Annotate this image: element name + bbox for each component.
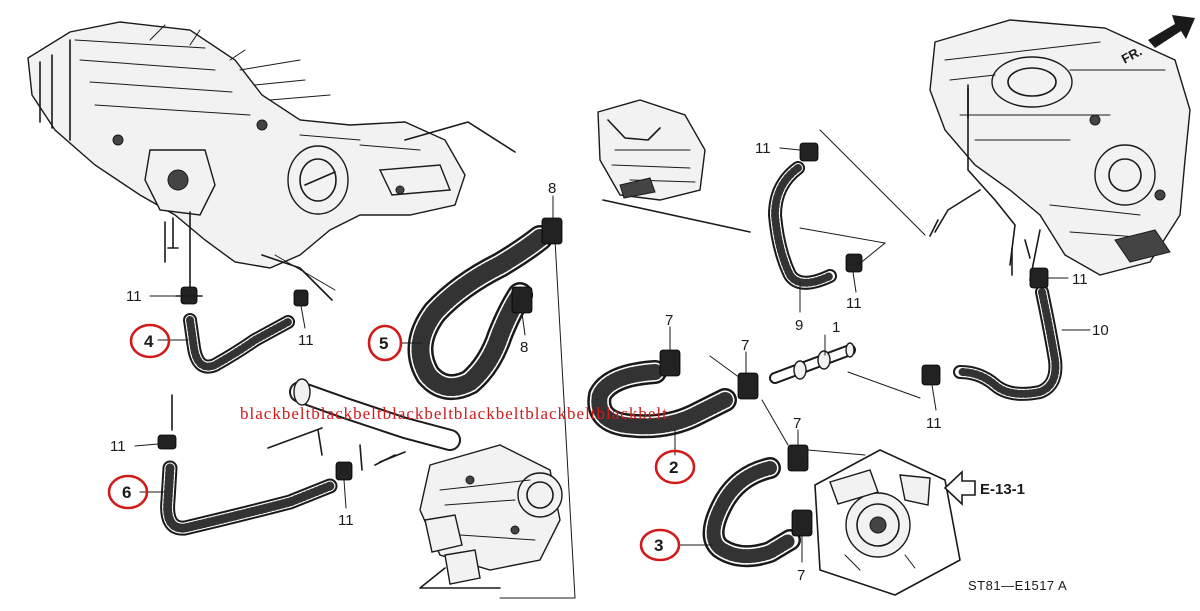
clamp-11-f [845, 253, 863, 273]
engine-block [929, 19, 1191, 281]
callout-2: 2 [669, 458, 678, 477]
callout-1: 1 [832, 319, 840, 336]
clamp-8-b [511, 286, 533, 314]
clamp-11-c [157, 434, 177, 450]
callout-8-b: 8 [520, 339, 528, 356]
callout-11-a: 11 [126, 288, 142, 305]
pipe-1 [769, 342, 856, 384]
intake-manifold [27, 21, 516, 301]
clamp-11-d [335, 461, 353, 481]
callout-11-h: 11 [926, 415, 942, 432]
callout-3: 3 [654, 536, 663, 555]
clamp-11-g [1029, 267, 1049, 289]
callout-7-d: 7 [797, 567, 805, 584]
hose-6 [160, 460, 338, 536]
throttle-bracket [597, 99, 751, 233]
clamp-8-a [541, 217, 563, 245]
clamp-11-a [175, 286, 203, 305]
hose-3 [702, 457, 801, 568]
callout-11-e: 11 [755, 140, 771, 157]
hose-clamps [157, 142, 1049, 537]
callout-11-c: 11 [110, 438, 126, 455]
hose-10 [953, 285, 1063, 401]
callout-4: 4 [144, 332, 154, 351]
callout-10: 10 [1092, 322, 1109, 339]
callout-7-a: 7 [665, 312, 673, 329]
clamp-7-c [787, 444, 809, 472]
callout-11-d: 11 [338, 512, 354, 529]
clamp-11-h [921, 364, 941, 386]
callout-8-a: 8 [548, 180, 556, 197]
diagram-code: ST81—E1517 A [968, 578, 1067, 593]
callout-11-b: 11 [298, 332, 314, 349]
callout-5-circle [367, 324, 403, 362]
thermostat-housing [267, 378, 563, 589]
hose-5 [407, 225, 553, 401]
clamp-7-a [659, 349, 681, 377]
callout-11-g: 11 [1072, 271, 1088, 288]
oil-cooler [814, 449, 961, 596]
watermark: blackbeltblackbeltblackbeltblackbeltblac… [240, 404, 668, 423]
callout-11-f: 11 [846, 295, 862, 312]
clamp-11-e [799, 142, 819, 162]
callouts: 1 2 3 4 5 6 7 7 7 7 8 8 9 10 11 11 11 11… [107, 140, 1109, 584]
callout-5: 5 [379, 334, 388, 353]
callout-6: 6 [122, 483, 131, 502]
callout-2-circle [654, 449, 696, 485]
callout-3-circle [639, 528, 681, 562]
callout-4-circle [129, 323, 171, 359]
clamp-11-b [293, 289, 309, 307]
clamp-7-d [791, 509, 813, 537]
hose-2 [587, 360, 737, 439]
clamp-7-b [737, 372, 759, 400]
reference-arrow: E-13-1 [943, 470, 1025, 506]
callout-6-circle [107, 474, 149, 510]
hose-9 [768, 161, 837, 290]
bolts [167, 87, 1013, 466]
leader-lines [134, 129, 1091, 599]
callout-9: 9 [795, 317, 803, 334]
reference-label: E-13-1 [980, 481, 1025, 498]
callout-7-b: 7 [741, 337, 749, 354]
hose-4 [183, 313, 295, 374]
callout-7-c: 7 [793, 415, 801, 432]
